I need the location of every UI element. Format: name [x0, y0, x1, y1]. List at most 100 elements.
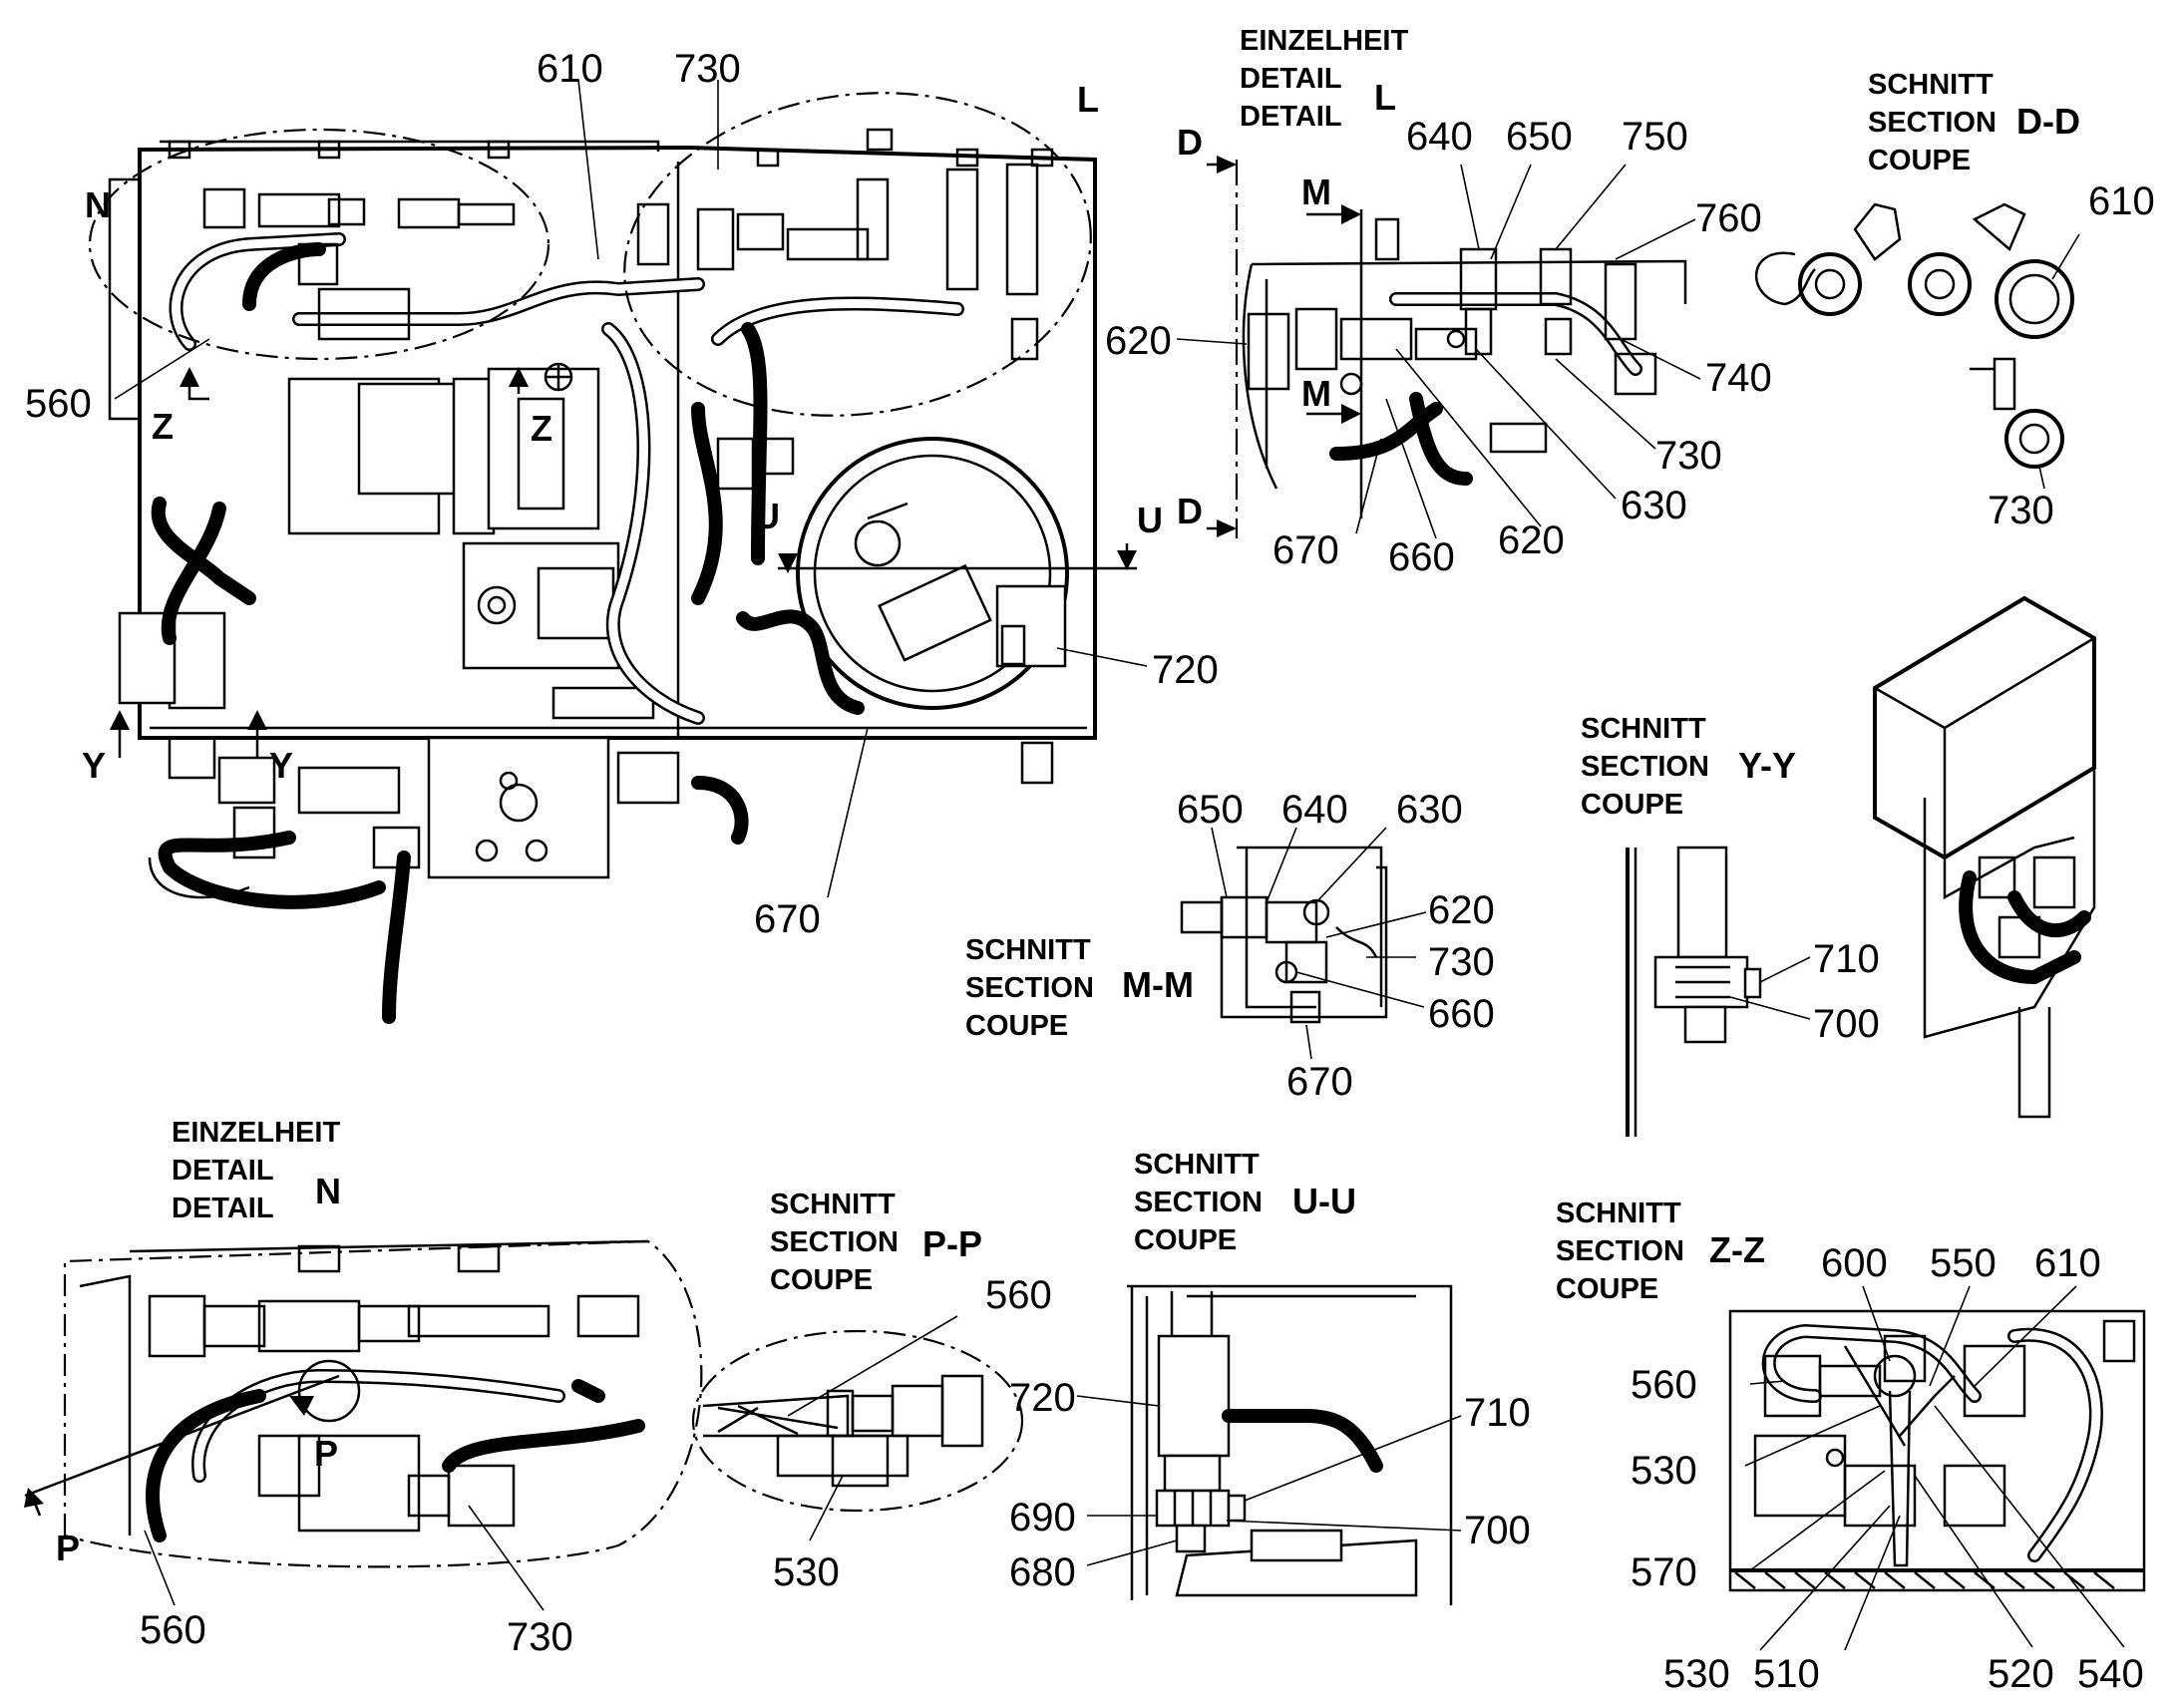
section-Z-label-600: 600	[1821, 1241, 1888, 1285]
section-Y-Y-view: SCHNITT SECTION COUPE Y-Y 710 700	[1581, 595, 2096, 1137]
section-M-caption-schnitt: SCHNITT	[965, 934, 1091, 966]
section-mark-P-inner: P	[314, 1433, 338, 1474]
section-M-label-650: 650	[1177, 788, 1244, 832]
detail-L-label-630: 630	[1621, 484, 1687, 527]
section-Y-caption-coupe: COUPE	[1581, 789, 1683, 821]
section-U-caption-coupe: COUPE	[1134, 1224, 1237, 1256]
section-U-label-710: 710	[1464, 1391, 1531, 1435]
section-Y-id: Y-Y	[1738, 745, 1796, 786]
detail-L-caption-einzelheit: EINZELHEIT	[1240, 25, 1408, 57]
section-Z-label-530-top: 530	[1631, 1449, 1697, 1493]
section-P-caption-section: SECTION	[770, 1226, 899, 1258]
section-Z-caption-coupe: COUPE	[1556, 1273, 1658, 1305]
detail-L-view: EINZELHEIT DETAIL DETAIL L D D M M 640 6…	[1105, 25, 1772, 579]
section-Z-label-550: 550	[1930, 1241, 1997, 1285]
section-D-D-view: SCHNITT SECTION COUPE D-D 610 730	[1754, 69, 2155, 532]
section-P-id: P-P	[922, 1223, 982, 1264]
label-730: 730	[674, 47, 741, 91]
section-Z-label-570: 570	[1631, 1550, 1697, 1594]
section-mark-D-top: D	[1177, 122, 1203, 163]
label-Z-right: Z	[531, 408, 552, 449]
section-U-caption-schnitt: SCHNITT	[1134, 1149, 1260, 1181]
label-U-right: U	[1137, 500, 1163, 540]
section-M-label-670: 670	[1286, 1060, 1353, 1104]
label-Y-right: Y	[269, 745, 293, 786]
detail-N-caption-detail-2: DETAIL	[172, 1193, 274, 1224]
section-U-label-700: 700	[1464, 1509, 1531, 1552]
detail-L-caption-detail-1: DETAIL	[1240, 63, 1342, 95]
section-Z-caption-section: SECTION	[1556, 1235, 1684, 1267]
detail-L-label-650: 650	[1506, 115, 1573, 159]
section-U-caption-section: SECTION	[1134, 1187, 1263, 1218]
detail-L-label-750: 750	[1622, 115, 1688, 159]
label-670: 670	[754, 897, 821, 941]
section-mark-P-outer: P	[56, 1528, 80, 1568]
section-Z-Z-view: SCHNITT SECTION COUPE Z-Z 600 550 610 56…	[1556, 1197, 2146, 1696]
detail-L-label-640: 640	[1406, 115, 1473, 159]
section-M-label-620: 620	[1428, 888, 1495, 932]
detail-N-view: EINZELHEIT DETAIL DETAIL N P P 560 730	[24, 1117, 703, 1659]
section-Z-label-510: 510	[1753, 1652, 1820, 1696]
section-Y-caption-section: SECTION	[1581, 751, 1709, 783]
detail-N-label-560: 560	[140, 1608, 206, 1652]
detail-N-label-730: 730	[507, 1615, 573, 1659]
section-mark-M-bottom: M	[1301, 373, 1331, 414]
label-560: 560	[25, 382, 92, 426]
section-P-label-560: 560	[985, 1273, 1052, 1317]
label-720: 720	[1152, 648, 1219, 692]
section-M-M-view: SCHNITT SECTION COUPE M-M 650 640 630 62…	[965, 788, 1495, 1104]
section-mark-M-top: M	[1301, 171, 1331, 212]
section-D-label-610: 610	[2088, 179, 2155, 223]
section-M-label-660: 660	[1428, 992, 1495, 1036]
section-D-caption-coupe: COUPE	[1868, 145, 1971, 176]
section-Z-label-530-bottom: 530	[1663, 1652, 1730, 1696]
detail-L-label-670: 670	[1272, 528, 1339, 572]
section-D-caption-schnitt: SCHNITT	[1868, 69, 1994, 101]
section-Z-id: Z-Z	[1709, 1229, 1765, 1270]
detail-L-label-760: 760	[1695, 196, 1762, 240]
detail-L-label-730: 730	[1655, 434, 1722, 478]
detail-N-caption-einzelheit: EINZELHEIT	[172, 1117, 340, 1149]
detail-L-label-620-top: 620	[1105, 319, 1172, 363]
section-M-id: M-M	[1122, 964, 1194, 1005]
section-Z-label-610: 610	[2034, 1241, 2101, 1285]
label-Y-left: Y	[82, 745, 106, 786]
label-L: L	[1077, 79, 1099, 120]
section-Z-label-560: 560	[1631, 1363, 1697, 1407]
detail-N-id: N	[315, 1171, 341, 1211]
detail-L-label-740: 740	[1705, 356, 1772, 400]
section-Y-label-710: 710	[1813, 937, 1880, 981]
section-D-label-730: 730	[1988, 489, 2054, 532]
section-Y-caption-schnitt: SCHNITT	[1581, 713, 1706, 745]
section-Z-label-520: 520	[1988, 1652, 2054, 1696]
detail-N-caption-detail-1: DETAIL	[172, 1155, 274, 1187]
section-M-caption-coupe: COUPE	[965, 1010, 1068, 1042]
section-M-label-730: 730	[1428, 940, 1495, 984]
detail-L-id: L	[1374, 77, 1396, 118]
label-Z-left: Z	[152, 406, 174, 447]
section-P-caption-schnitt: SCHNITT	[770, 1189, 896, 1220]
section-U-label-720: 720	[1009, 1376, 1076, 1420]
label-610: 610	[537, 47, 603, 91]
section-D-id: D-D	[2016, 101, 2080, 142]
detail-L-label-660: 660	[1388, 535, 1455, 579]
detail-L-label-620-bottom: 620	[1498, 518, 1565, 562]
section-U-id: U-U	[1292, 1181, 1356, 1221]
label-U-left: U	[754, 496, 780, 536]
section-U-label-680: 680	[1009, 1550, 1076, 1594]
section-U-label-690: 690	[1009, 1496, 1076, 1539]
section-D-caption-section: SECTION	[1868, 107, 1997, 139]
label-N: N	[85, 184, 111, 225]
main-assembly-view: 610 730 L N 560 Z Z U U 720 Y Y 670	[25, 47, 1219, 1024]
section-P-P-view: SCHNITT SECTION COUPE P-P 560 530	[691, 1189, 1052, 1594]
section-Y-label-700: 700	[1813, 1002, 1880, 1046]
section-M-label-630: 630	[1396, 788, 1463, 832]
section-P-caption-coupe: COUPE	[770, 1264, 873, 1296]
section-Z-label-540: 540	[2077, 1652, 2144, 1696]
section-Z-caption-schnitt: SCHNITT	[1556, 1197, 1681, 1229]
section-M-caption-section: SECTION	[965, 972, 1094, 1004]
section-U-U-view: SCHNITT SECTION COUPE U-U 720 710 690 70…	[1009, 1149, 1531, 1605]
section-mark-D-bottom: D	[1177, 491, 1203, 531]
detail-L-caption-detail-2: DETAIL	[1240, 101, 1342, 133]
